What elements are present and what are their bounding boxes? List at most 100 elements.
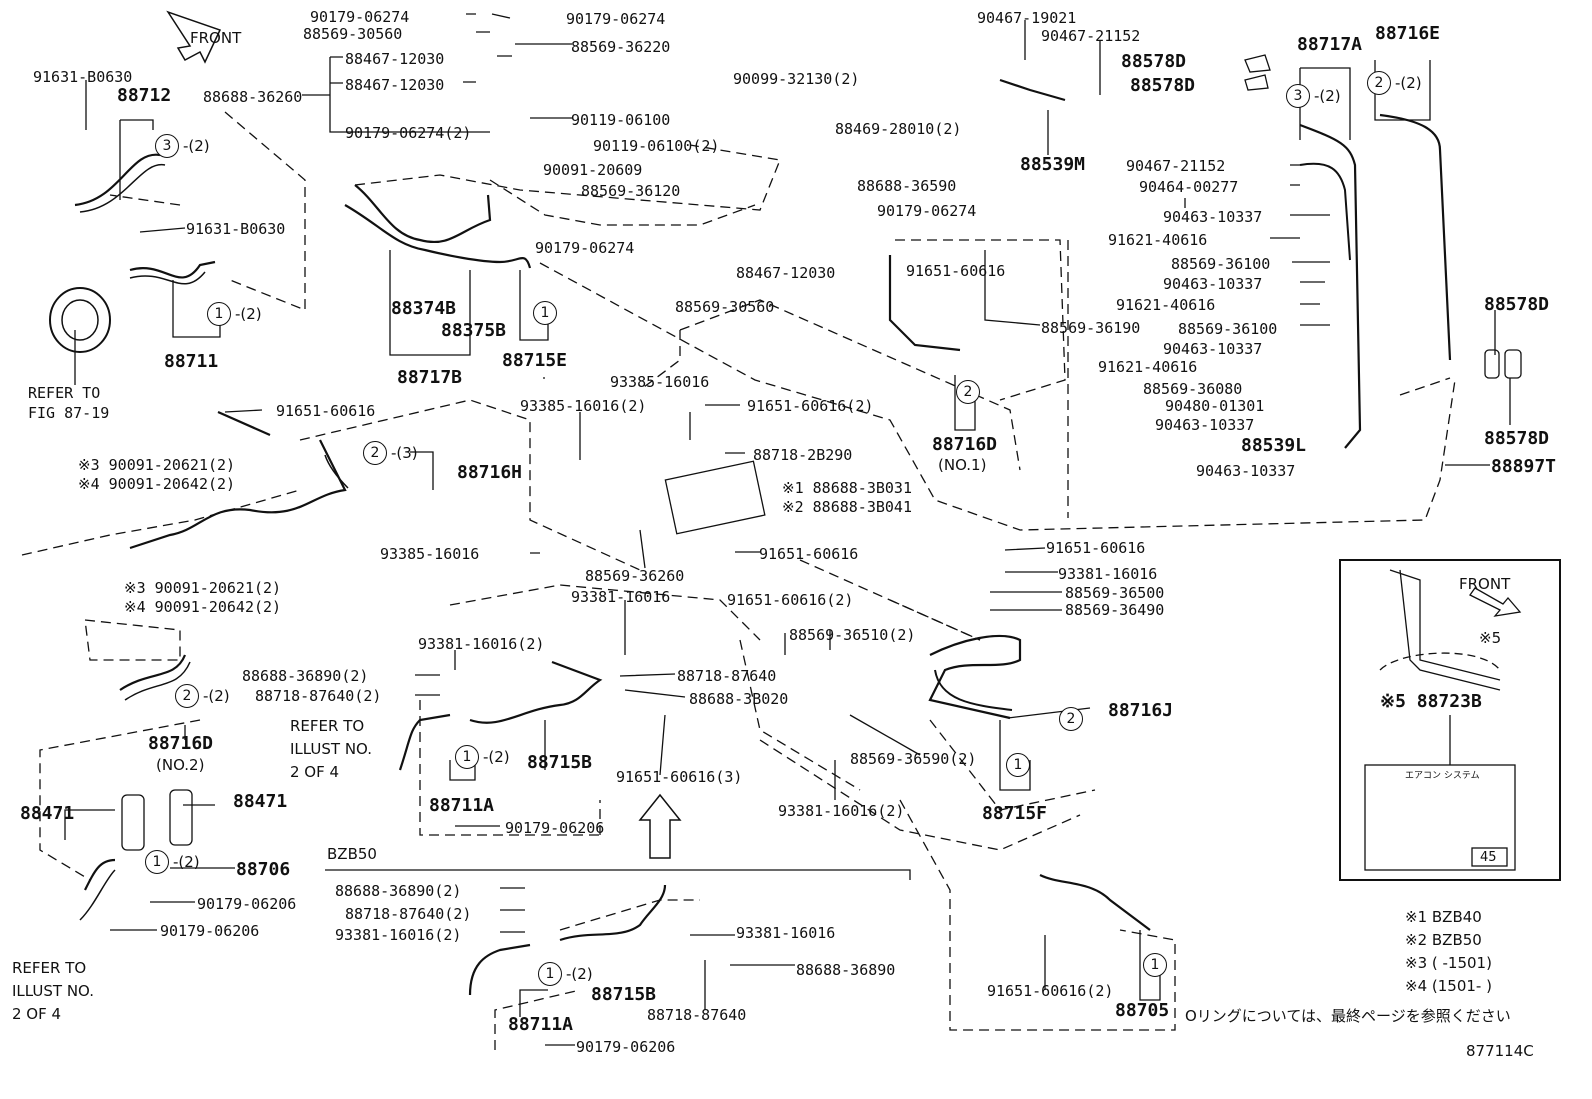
- part-number-label: 91621-40616: [1098, 358, 1198, 376]
- note-label: ※4 (1501- ): [1405, 977, 1492, 995]
- assembly-number-label: 88705: [1115, 1000, 1170, 1021]
- part-number-label: ※1 88688-3B031: [782, 479, 912, 497]
- part-number-label: 88467-12030: [345, 50, 445, 68]
- part-number-label: ※3 90091-20621(2): [124, 579, 282, 597]
- quantity-suffix: -(2): [1314, 87, 1341, 105]
- sticker-box-value: 45: [1480, 850, 1497, 865]
- part-number-label: 91631-B0630: [186, 220, 286, 238]
- assembly-number-label: 88539L: [1241, 435, 1307, 456]
- note-label: ※2 BZB50: [1405, 931, 1482, 949]
- part-number-label: REFER TO: [28, 384, 101, 402]
- part-number-label: 90091-20609: [543, 161, 643, 179]
- part-number-label: ※3 90091-20621(2): [78, 456, 236, 474]
- part-number-label: 91651-60616: [906, 262, 1006, 280]
- sticker-title: エアコン システム: [1405, 771, 1480, 781]
- part-number-label: 88718-87640: [677, 667, 777, 685]
- part-number-label: 91651-60616(2): [747, 397, 874, 415]
- assembly-number-label: 88717A: [1297, 34, 1363, 55]
- part-number-label: 90099-32130(2): [733, 70, 860, 88]
- part-number-label: ※4 90091-20642(2): [124, 598, 282, 616]
- part-number-label: 88569-30560: [303, 25, 403, 43]
- part-number-label: 93381-16016(2): [335, 926, 462, 944]
- part-number-label: 88688-36890(2): [335, 882, 462, 900]
- assembly-number-label: 88578D: [1484, 294, 1550, 315]
- part-number-label: 88688-3B020: [689, 690, 789, 708]
- quantity-suffix: -(2): [203, 687, 230, 705]
- quantity-circle: 2: [956, 380, 980, 404]
- assembly-number-label: 88539M: [1020, 154, 1086, 175]
- assembly-number-label: 88897T: [1491, 456, 1557, 477]
- quantity-circle: 1: [533, 301, 557, 325]
- quantity-suffix: -(2): [173, 853, 200, 871]
- part-number-label: 88569-36220: [571, 38, 671, 56]
- part-number-label: 93381-16016: [736, 924, 836, 942]
- part-number-label: 90179-06274: [877, 202, 977, 220]
- assembly-number-label: 88711A: [429, 795, 495, 816]
- quantity-circle: 3: [1286, 84, 1310, 108]
- part-number-label: 91631-B0630: [33, 68, 133, 86]
- part-number-label: 91651-60616(3): [616, 768, 743, 786]
- quantity-circle: 2: [1367, 71, 1391, 95]
- part-number-label: 88718-87640(2): [255, 687, 382, 705]
- part-number-label: 88569-36100: [1171, 255, 1271, 273]
- note-label: (NO.1): [938, 456, 987, 474]
- part-number-label: 91651-60616(2): [987, 982, 1114, 1000]
- quantity-circle: 1: [538, 962, 562, 986]
- part-number-label: 90179-06206: [197, 895, 297, 913]
- part-number-label: 91651-60616: [1046, 539, 1146, 557]
- part-number-label: 88467-12030: [736, 264, 836, 282]
- note-label: 877114C: [1466, 1042, 1534, 1060]
- part-number-label: 88718-2B290: [753, 446, 853, 464]
- quantity-circle: 2: [175, 684, 199, 708]
- assembly-number-label: 88375B: [441, 320, 507, 341]
- note-label: FRONT: [1459, 575, 1511, 593]
- assembly-number-label: 88711: [164, 351, 219, 372]
- note-label: ※3 ( -1501): [1405, 954, 1492, 972]
- note-label: ※5: [1479, 629, 1502, 647]
- part-number-label: 93385-16016(2): [520, 397, 647, 415]
- part-number-label: 88569-36490: [1065, 601, 1165, 619]
- part-number-label: 88688-36260: [203, 88, 303, 106]
- part-number-label: 90467-21152: [1126, 157, 1226, 175]
- part-number-label: 90463-10337: [1163, 275, 1263, 293]
- note-label: FRONT: [190, 29, 242, 47]
- part-number-label: 91651-60616: [759, 545, 859, 563]
- assembly-number-label: 88716D: [932, 434, 998, 455]
- part-number-label: 88569-36120: [581, 182, 681, 200]
- assembly-number-label: 88715B: [591, 984, 657, 1005]
- part-number-label: 90179-06274: [566, 10, 666, 28]
- part-number-label: 93381-16016: [571, 588, 671, 606]
- part-number-label: 90179-06206: [505, 819, 605, 837]
- note-label: REFER TO: [12, 959, 87, 977]
- part-number-label: 88569-36500: [1065, 584, 1165, 602]
- quantity-suffix: -(2): [1395, 74, 1422, 92]
- part-number-label: 88569-36190: [1041, 319, 1141, 337]
- part-number-label: 90119-06100(2): [593, 137, 720, 155]
- assembly-number-label: ※5 88723B: [1380, 691, 1482, 712]
- part-number-label: FIG 87-19: [28, 404, 110, 422]
- part-number-label: 93381-16016: [1058, 565, 1158, 583]
- quantity-circle: 3: [155, 134, 179, 158]
- assembly-number-label: 88712: [117, 85, 172, 106]
- part-number-label: 88718-87640(2): [345, 905, 472, 923]
- part-number-label: 88569-30560: [675, 298, 775, 316]
- assembly-number-label: 88578D: [1121, 51, 1187, 72]
- part-number-label: 91621-40616: [1108, 231, 1208, 249]
- part-number-label: 90463-10337: [1163, 208, 1263, 226]
- quantity-suffix: -(2): [183, 137, 210, 155]
- part-number-label: 90467-19021: [977, 9, 1077, 27]
- part-number-label: ※4 90091-20642(2): [78, 475, 236, 493]
- part-number-label: 88569-36260: [585, 567, 685, 585]
- quantity-circle: 1: [207, 302, 231, 326]
- part-number-label: 90179-06206: [576, 1038, 676, 1056]
- note-label: ILLUST NO.: [12, 982, 95, 1000]
- quantity-circle: 2: [363, 441, 387, 465]
- part-number-label: 88467-12030: [345, 76, 445, 94]
- part-number-label: 91651-60616: [276, 402, 376, 420]
- assembly-number-label: 88716H: [457, 462, 523, 483]
- quantity-circle: 1: [455, 745, 479, 769]
- assembly-number-label: 88715B: [527, 752, 593, 773]
- quantity-suffix: -(2): [235, 305, 262, 323]
- part-number-label: 90179-06274(2): [345, 124, 472, 142]
